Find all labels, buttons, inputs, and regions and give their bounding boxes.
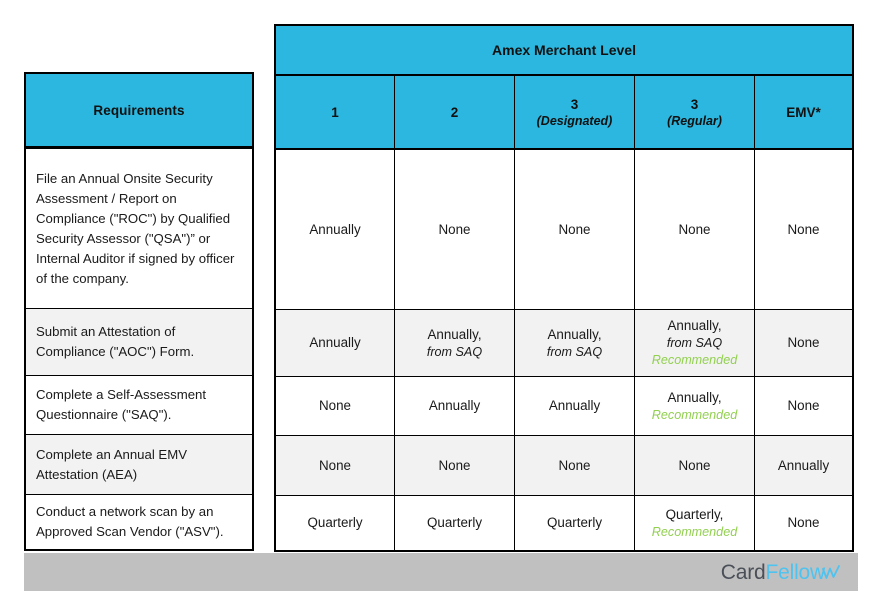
cell-value: None	[678, 221, 711, 237]
table-cell: None	[395, 436, 515, 495]
cell-value: Quarterly	[546, 515, 603, 530]
cell-value: None	[558, 457, 591, 473]
level-header-sub: (Designated)	[536, 113, 613, 128]
cell-value: Annually	[309, 221, 361, 237]
table-cell: Annually	[276, 310, 395, 376]
table-cell: Annually	[395, 377, 515, 435]
requirement-row: Conduct a network scan by an Approved Sc…	[26, 495, 252, 549]
table-cell: None	[635, 436, 755, 495]
table-row: Annually Annually, from SAQ Annually, from S…	[276, 310, 852, 377]
table-title: Amex Merchant Level	[492, 42, 636, 58]
table-cell: Annually, from SAQ Recommended	[635, 310, 755, 376]
table-title-bar: Amex Merchant Level	[276, 26, 852, 76]
cell-value: Annually	[309, 335, 361, 350]
level-header-cell: 2	[395, 76, 515, 148]
requirements-column: Requirements File an Annual Onsite Secur…	[24, 72, 254, 551]
cell-value: None	[438, 221, 471, 237]
cell-recommended-note: Recommended	[651, 524, 738, 539]
cell-value: None	[678, 457, 711, 473]
cardfellow-logo: Card Fellow	[721, 561, 840, 585]
level-header-main: 3	[690, 96, 699, 112]
cell-value: None	[438, 457, 471, 473]
table-cell: Annually	[515, 377, 635, 435]
table-cell: None	[755, 310, 852, 376]
logo-swoosh-icon	[822, 565, 840, 579]
cell-value: Quarterly	[426, 515, 483, 530]
requirements-list: File an Annual Onsite Security Assessmen…	[24, 148, 254, 551]
cell-value: None	[318, 398, 351, 413]
cell-value: None	[787, 515, 820, 530]
cell-subvalue: from SAQ	[666, 336, 723, 350]
cell-value: Annually,	[667, 389, 722, 405]
requirement-text: Submit an Attestation of Compliance ("AO…	[36, 324, 195, 359]
level-header-cell: 3(Designated)	[515, 76, 635, 148]
cell-recommended-note: Recommended	[651, 353, 738, 367]
level-header-cell: 3(Regular)	[635, 76, 755, 148]
table-cell: None	[395, 150, 515, 309]
table-cell: None	[276, 377, 395, 435]
requirement-row: Complete an Annual EMV Attestation (AEA)	[26, 435, 252, 495]
table-cell: Quarterly	[395, 496, 515, 550]
level-header-main: 1	[331, 104, 339, 120]
footer-bar: Card Fellow	[24, 553, 858, 591]
cell-value: None	[558, 221, 591, 237]
logo-text-fellow: Fellow	[765, 561, 826, 584]
table-cell: Annually	[755, 436, 852, 495]
requirement-text: Complete an Annual EMV Attestation (AEA)	[36, 446, 188, 482]
requirement-text: Complete a Self-Assessment Questionnaire…	[36, 387, 207, 422]
logo-text-card: Card	[720, 561, 766, 584]
table-cell: None	[515, 150, 635, 309]
table-cell: Annually	[276, 150, 395, 309]
cell-value: Annually,	[667, 318, 722, 333]
cell-value: Annually	[777, 457, 830, 473]
cell-value: Annually,	[547, 326, 602, 342]
table-cell: Annually, from SAQ	[395, 310, 515, 376]
cell-value: None	[787, 335, 820, 350]
requirement-row: Submit an Attestation of Compliance ("AO…	[26, 309, 252, 376]
cell-subvalue: from SAQ	[546, 344, 603, 359]
requirement-row: File an Annual Onsite Security Assessmen…	[26, 149, 252, 309]
requirement-text: File an Annual Onsite Security Assessmen…	[36, 170, 235, 286]
requirements-header: Requirements	[24, 72, 254, 148]
table-cell: None	[755, 150, 852, 309]
table-cell: Annually, from SAQ	[515, 310, 635, 376]
cell-value: Quarterly	[307, 515, 363, 530]
cell-recommended-note: Recommended	[651, 407, 738, 422]
cell-value: Annually	[428, 398, 481, 413]
table-row: Annually None None None None	[276, 150, 852, 310]
cell-value: None	[787, 221, 820, 237]
table-cell: Quarterly	[276, 496, 395, 550]
table-cell: None	[755, 377, 852, 435]
cell-value: Annually	[548, 398, 601, 413]
cell-value: None	[318, 457, 351, 473]
requirement-row: Complete a Self-Assessment Questionnaire…	[26, 376, 252, 435]
table-cell: None	[276, 436, 395, 495]
level-header-main: 3	[570, 96, 579, 112]
requirement-text: Conduct a network scan by an Approved Sc…	[36, 504, 224, 539]
level-header-main: 2	[450, 104, 459, 120]
requirements-header-label: Requirements	[93, 102, 185, 118]
table-cell: None	[635, 150, 755, 309]
table-cell: Quarterly	[515, 496, 635, 550]
table-cell: Annually, Recommended	[635, 377, 755, 435]
cell-subvalue: from SAQ	[426, 344, 483, 359]
level-header-sub: (Regular)	[667, 113, 722, 128]
table-cell: None	[515, 436, 635, 495]
cell-value: Annually,	[427, 326, 482, 342]
cell-value: Quarterly,	[665, 506, 724, 522]
table-cell: Quarterly, Recommended	[635, 496, 755, 550]
table-row: Quarterly Quarterly Quarterly Quarterly, Rec…	[276, 496, 852, 550]
level-header-cell: EMV*	[755, 76, 852, 148]
level-header-main: EMV*	[786, 104, 821, 120]
table-row: None Annually Annually Annually, Recommended…	[276, 377, 852, 436]
table-row: None None None None Annually	[276, 436, 852, 496]
cell-value: None	[787, 398, 820, 413]
level-header-cell: 1	[276, 76, 395, 148]
table-cell: None	[755, 496, 852, 550]
